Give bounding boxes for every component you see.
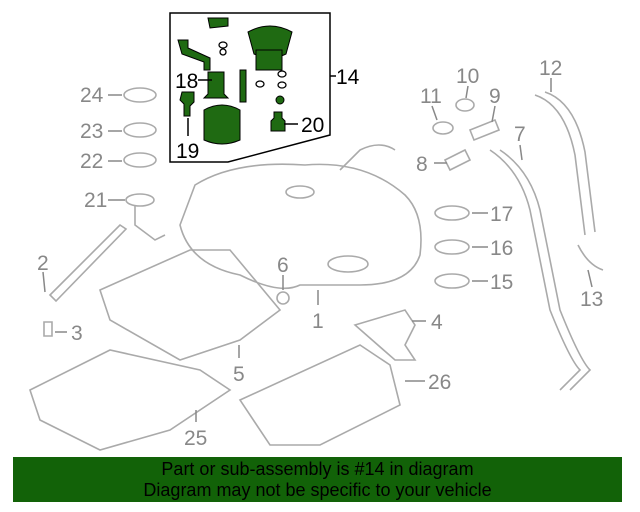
banner-line-2: Diagram may not be specific to your vehi… [143, 480, 492, 500]
callout-6: 6 [277, 254, 289, 277]
callout-12: 12 [539, 57, 562, 80]
callout-22: 22 [80, 150, 103, 173]
small-parts[interactable] [43, 87, 501, 337]
callout-5: 5 [233, 363, 245, 386]
callout-17: 17 [490, 203, 513, 226]
info-banner: Part or sub-assembly is #14 in diagram D… [13, 457, 622, 502]
callout-18: 18 [175, 70, 198, 93]
callout-1: 1 [312, 310, 324, 333]
callout-19: 19 [176, 140, 199, 163]
skid-plate-26[interactable] [238, 344, 401, 446]
tank-strap-2[interactable] [48, 223, 128, 303]
callout-26: 26 [428, 371, 451, 394]
callout-4: 4 [431, 311, 443, 334]
callout-11: 11 [420, 85, 442, 108]
callout-13: 13 [580, 288, 603, 311]
skid-plate-25[interactable] [29, 349, 232, 451]
callout-9: 9 [489, 85, 501, 108]
callout-2: 2 [37, 252, 49, 275]
callout-14: 14 [336, 66, 360, 89]
callout-7: 7 [514, 123, 526, 146]
banner-line-1: Part or sub-assembly is #14 in diagram [161, 459, 474, 479]
filler-pipe-7[interactable] [489, 149, 592, 391]
fuel-pump-assembly[interactable] [177, 17, 293, 145]
subassembly-14-box [169, 12, 331, 163]
hose-12[interactable] [534, 91, 604, 271]
callout-3: 3 [71, 322, 83, 345]
callout-20: 20 [301, 114, 324, 137]
callout-16: 16 [490, 237, 513, 260]
bracket-4[interactable] [353, 309, 417, 361]
fuel-tank-shield[interactable] [99, 249, 282, 361]
fuel-tank[interactable] [179, 144, 422, 290]
callout-25: 25 [184, 427, 207, 450]
callout-21: 21 [84, 189, 107, 212]
callout-24: 24 [80, 84, 104, 107]
callout-10: 10 [456, 65, 479, 88]
callout-8: 8 [416, 153, 428, 176]
callout-15: 15 [490, 271, 513, 294]
callout-23: 23 [80, 120, 103, 143]
